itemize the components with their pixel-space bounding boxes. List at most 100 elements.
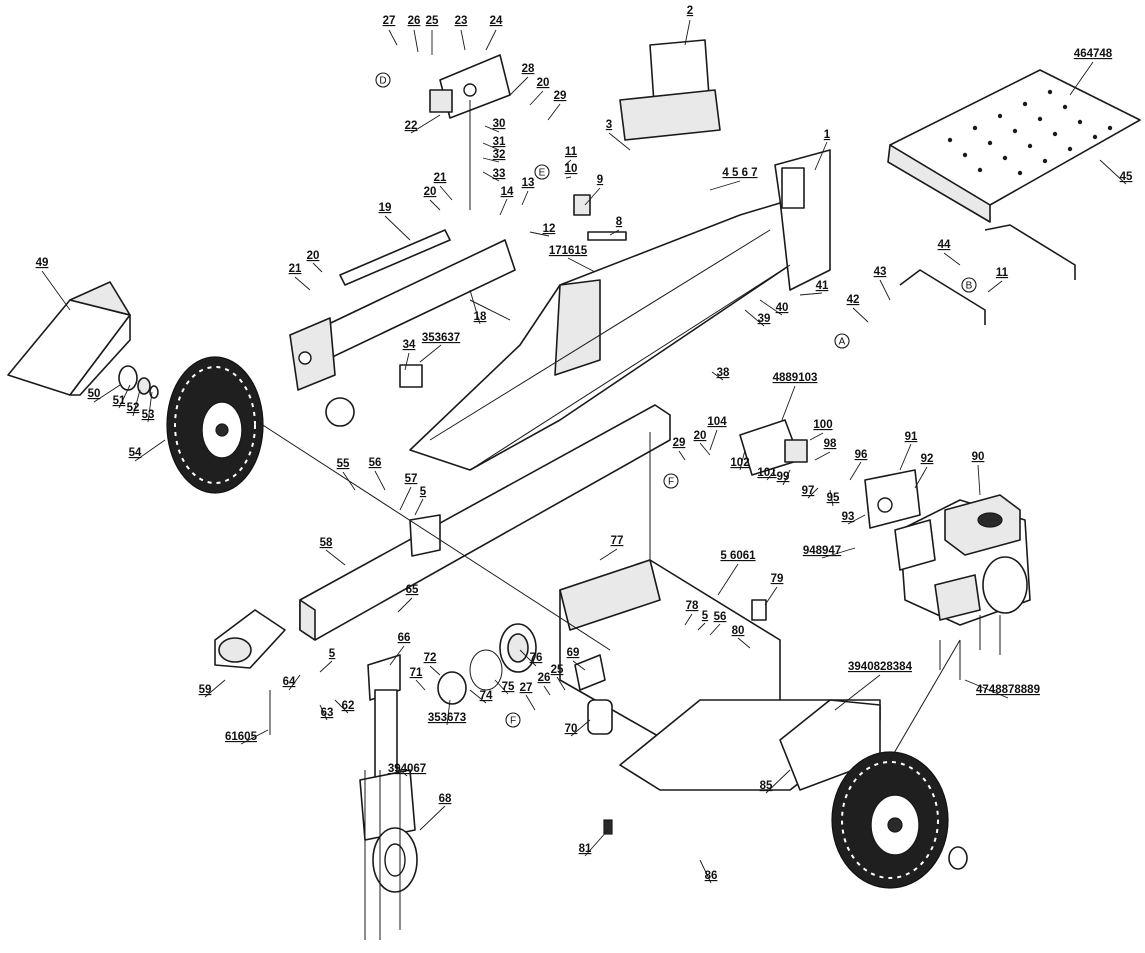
circle-marker — [834, 333, 850, 349]
part-callout-c-71: 71 — [410, 667, 423, 679]
part-callout-c-20b: 20 — [424, 186, 437, 198]
leader-line — [609, 229, 620, 236]
circled-letter: F — [668, 477, 674, 488]
leader-line — [494, 679, 509, 695]
leader-line — [399, 486, 412, 511]
leader-line — [556, 676, 566, 691]
leader-line — [766, 469, 776, 481]
circled-label-cl-A: A — [834, 333, 850, 349]
part-callout-c-54: 54 — [129, 447, 142, 459]
part-callout-c-353637: 353637 — [422, 332, 460, 344]
circle-marker — [505, 712, 521, 728]
part-callout-c-12: 12 — [543, 223, 556, 235]
leader-line — [415, 679, 426, 691]
leader-line — [547, 103, 561, 121]
part-callout-c-11a: 11 — [565, 146, 578, 158]
hydraulic-cylinder — [289, 229, 516, 391]
leader-line — [809, 432, 824, 441]
part-callout-c-52: 52 — [127, 402, 140, 414]
leader-line — [711, 371, 724, 381]
leader-line — [485, 29, 497, 51]
part-callout-c-20c: 20 — [307, 250, 320, 262]
leader-line — [482, 142, 500, 151]
part-callout-c-31: 31 — [493, 136, 506, 148]
part-callout-c-57: 57 — [405, 473, 418, 485]
part-callout-c-25b: 25 — [551, 664, 564, 676]
leader-line — [319, 704, 328, 721]
circled-label-cl-E1: E — [534, 164, 550, 180]
circled-letter: E — [539, 168, 546, 179]
leader-line — [977, 464, 981, 496]
part-callout-c-30: 30 — [493, 118, 506, 130]
wheel-right — [831, 751, 968, 889]
leader-line — [781, 385, 796, 421]
leader-line — [584, 187, 601, 206]
circled-letter: F — [510, 716, 516, 727]
leader-line — [565, 176, 572, 179]
leader-line — [599, 548, 618, 561]
part-callout-c-39: 39 — [758, 313, 771, 325]
leader-line — [782, 469, 791, 486]
leader-line — [699, 859, 712, 884]
part-callout-c-171615: 171615 — [549, 245, 588, 257]
part-callout-c-102: 102 — [730, 457, 749, 469]
leader-line — [737, 637, 751, 649]
leader-line — [879, 279, 891, 301]
leader-line — [499, 198, 508, 216]
leader-line — [439, 185, 453, 201]
part-callout-c-44: 44 — [938, 239, 951, 251]
part-callout-c-2: 2 — [687, 5, 693, 17]
part-callout-c-394067: 394067 — [388, 763, 426, 775]
part-callout-c-32: 32 — [493, 149, 506, 161]
leader-line — [93, 384, 121, 403]
leader-line — [964, 679, 1009, 699]
leader-line — [482, 171, 500, 182]
part-callout-c-13: 13 — [522, 177, 535, 189]
leader-line — [765, 769, 791, 794]
part-callout-c-26b: 26 — [538, 672, 551, 684]
part-callout-c-3: 3 — [606, 119, 612, 131]
hitch-coupler — [214, 609, 286, 669]
leader-line — [852, 307, 869, 323]
part-callout-c-62: 62 — [342, 700, 355, 712]
part-callout-c-80: 80 — [732, 625, 745, 637]
part-callout-c-68: 68 — [439, 793, 452, 805]
part-callout-c-20a: 20 — [537, 77, 550, 89]
leader-line — [134, 439, 166, 462]
leader-line — [118, 384, 131, 409]
part-callout-c-464748: 464748 — [1074, 48, 1113, 60]
part-callout-c-948947: 948947 — [803, 545, 841, 557]
part-callout-c-97: 97 — [802, 485, 815, 497]
leader-line — [709, 623, 721, 636]
part-callout-c-40: 40 — [776, 302, 789, 314]
leader-line — [987, 280, 1003, 293]
part-callout-c-21b: 21 — [289, 263, 302, 275]
fender-guard — [7, 281, 131, 396]
part-callout-c-9: 9 — [597, 174, 603, 186]
leader-line — [419, 344, 442, 363]
leader-line — [397, 597, 413, 613]
circled-label-cl-F1: F — [663, 473, 679, 489]
part-callout-c-55: 55 — [337, 458, 350, 470]
leader-line — [829, 489, 834, 507]
leader-line — [240, 729, 269, 745]
leader-line — [799, 292, 823, 296]
engine-mount-plate — [864, 469, 921, 529]
main-beam-frame — [409, 149, 831, 471]
leader-line — [570, 719, 591, 737]
leader-line — [684, 19, 691, 46]
part-callout-c-1: 1 — [824, 129, 831, 141]
leader-line — [288, 674, 301, 691]
leader-line — [394, 764, 408, 777]
part-callout-c-24: 24 — [490, 15, 503, 27]
part-callout-c-38: 38 — [717, 367, 730, 379]
leader-line — [764, 586, 778, 606]
leader-line — [821, 547, 856, 559]
part-callout-c-21a: 21 — [434, 172, 447, 184]
part-callout-c-81: 81 — [579, 843, 592, 855]
part-callout-c-41: 41 — [816, 280, 829, 292]
part-callout-c-43: 43 — [874, 266, 887, 278]
part-callout-c-22: 22 — [405, 120, 418, 132]
leader-line — [744, 309, 765, 327]
